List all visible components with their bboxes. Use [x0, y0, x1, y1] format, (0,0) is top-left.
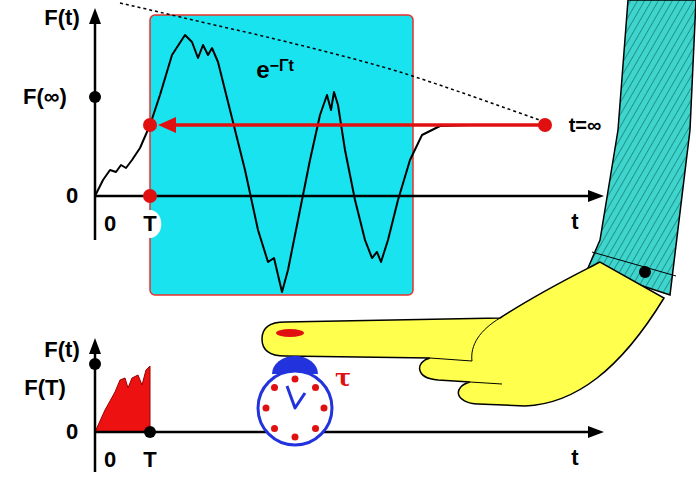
finger-crease	[430, 318, 502, 384]
arrow-head	[158, 117, 176, 133]
infinity-dot	[538, 118, 552, 132]
axis-label: F(t)	[44, 339, 79, 361]
axis-origin: 0	[104, 213, 116, 235]
clock-marks	[263, 376, 328, 441]
axis-origin: 0	[66, 185, 78, 207]
bottom-axes	[95, 352, 590, 472]
axis-label: t	[571, 211, 578, 233]
sleeve	[588, 0, 696, 295]
time-label: T	[143, 449, 156, 471]
axis-arrow	[588, 190, 604, 202]
fingernail	[276, 329, 304, 337]
value-dot	[89, 358, 101, 370]
time-dot	[144, 426, 156, 438]
axis-arrow	[588, 426, 604, 438]
clock	[258, 371, 332, 445]
clock-hands	[287, 386, 305, 408]
value-label: F(T)	[24, 377, 66, 399]
time-label: T	[138, 210, 161, 238]
limit-arrow	[172, 123, 540, 127]
axis-origin: 0	[66, 421, 78, 443]
value-label: F(∞)	[23, 86, 67, 108]
value-dot	[143, 118, 157, 132]
infinity-label: t=∞	[569, 115, 602, 135]
axis-label: t	[571, 447, 578, 469]
time-window	[150, 15, 413, 295]
axis-arrow	[89, 8, 101, 24]
measured-signal	[95, 366, 150, 432]
cuff-button	[639, 266, 651, 278]
decay-label: e−Γt	[256, 58, 294, 82]
delay-label: τ	[335, 366, 351, 390]
axis-origin: 0	[104, 449, 116, 471]
value-dot	[89, 91, 101, 103]
axis-arrow	[89, 338, 101, 354]
time-dot	[143, 189, 157, 203]
axis-label: F(t)	[44, 7, 79, 29]
signal-curve	[95, 35, 545, 292]
